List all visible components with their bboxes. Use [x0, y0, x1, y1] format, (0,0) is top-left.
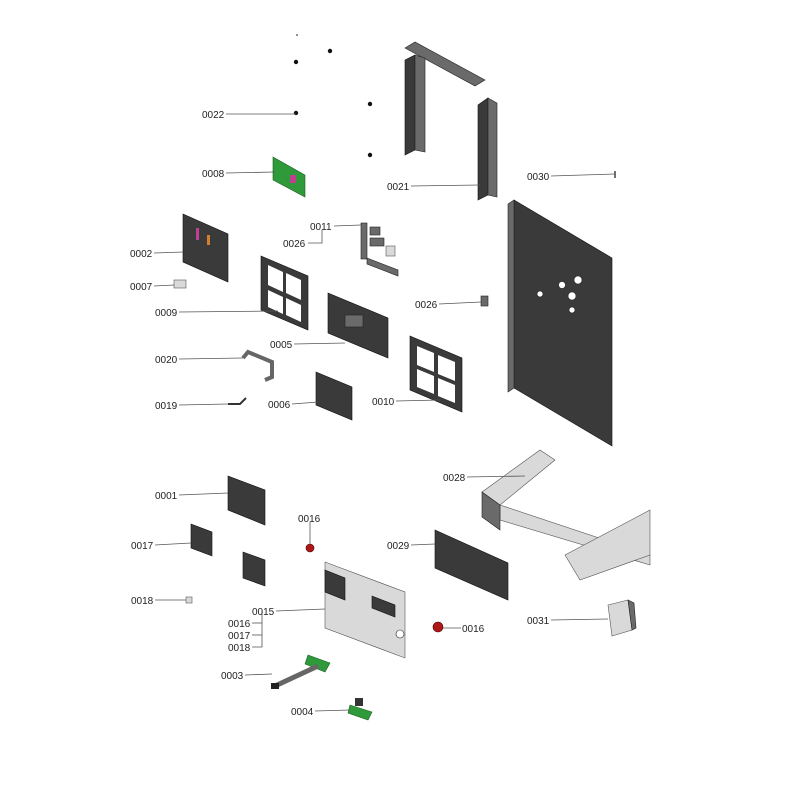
label-0011: 0011: [310, 222, 332, 233]
label-0019: 0019: [155, 401, 178, 412]
label-0028: 0028: [443, 473, 466, 484]
cable-0020: [241, 349, 274, 382]
pcb-cable-0003: [271, 654, 331, 689]
part-0018: [185, 596, 193, 604]
label-0030: 0030: [527, 172, 550, 183]
label-0007: 0007: [130, 282, 153, 293]
control-box-0015: [324, 561, 406, 659]
cover-0017: [190, 523, 213, 557]
frame-0009: [260, 255, 309, 331]
label-0006: 0006: [268, 400, 291, 411]
pcb-0004: [347, 698, 373, 721]
label-0017: 0017: [131, 541, 154, 552]
label-0016c: 0016: [462, 624, 485, 635]
label-0026: 0026: [283, 239, 306, 250]
clip-0007: [173, 279, 187, 289]
label-0016: 0016: [298, 514, 321, 525]
label-0001: 0001: [155, 491, 178, 502]
label-0005: 0005: [270, 340, 293, 351]
label-0031: 0031: [527, 616, 550, 627]
label-0004: 0004: [291, 707, 314, 718]
label-0015: 0015: [252, 607, 275, 618]
label-0003: 0003: [221, 671, 244, 682]
label-0020: 0020: [155, 355, 178, 366]
board-0002: [182, 213, 229, 283]
panel-0029: [434, 529, 509, 601]
label-0029: 0029: [387, 541, 410, 552]
label-0018b: 0018: [228, 643, 251, 654]
board-0006: [315, 371, 353, 421]
connector-0026: [480, 295, 489, 307]
part-labels: 0022 0008 0021 0030 0011 0026 0002 0007 …: [130, 110, 550, 718]
knob-0016b: [432, 621, 444, 633]
label-0021: 0021: [387, 182, 410, 193]
label-0009: 0009: [155, 308, 178, 319]
label-0026b: 0026: [415, 300, 438, 311]
frame-0010: [409, 335, 463, 413]
label-0022: 0022: [202, 110, 225, 121]
label-0008: 0008: [202, 169, 225, 180]
wire-0019: [228, 397, 247, 405]
back-panel: [507, 199, 613, 447]
box-0031: [607, 599, 637, 637]
label-0016b: 0016: [228, 619, 251, 630]
terminal-blocks-0011: [360, 222, 399, 277]
pcb-0008: [272, 156, 306, 198]
label-0002: 0002: [130, 249, 153, 260]
screws-0022: [293, 34, 373, 158]
label-0018: 0018: [131, 596, 154, 607]
housing-0028: [481, 449, 651, 581]
knob-0016: [305, 543, 315, 553]
board-0005: [327, 292, 389, 359]
frame-rails-0021: [404, 41, 498, 201]
leader-lines: [153, 113, 616, 712]
panel-0001: [227, 475, 266, 526]
label-0017b: 0017: [228, 631, 251, 642]
label-0010: 0010: [372, 397, 395, 408]
cover-0017b: [242, 551, 266, 587]
